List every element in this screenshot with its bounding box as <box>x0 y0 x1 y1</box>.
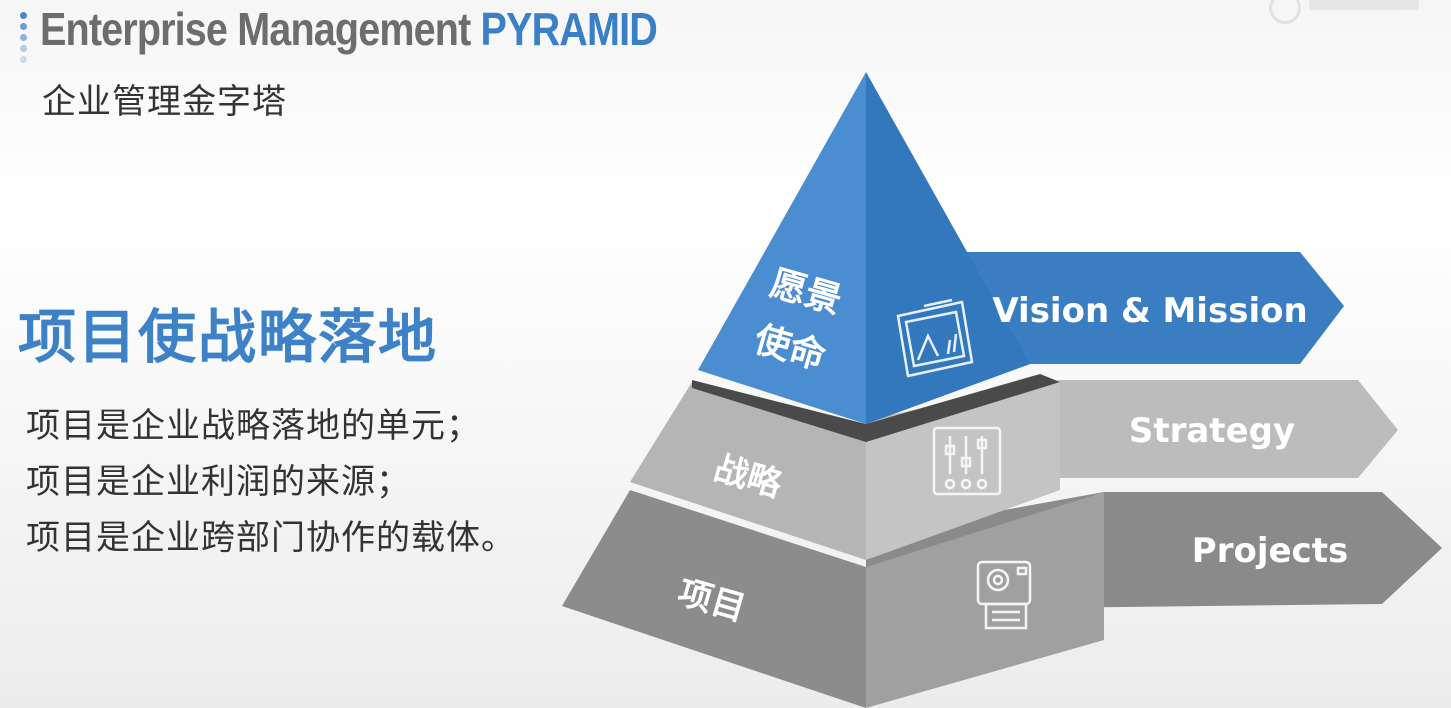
tier-vision-label-en: Vision & Mission <box>992 291 1307 331</box>
tier-projects-left-face <box>562 490 866 708</box>
statement-1: 项目是企业战略落地的单元； <box>26 406 481 446</box>
page-title: Enterprise Management PYRAMID <box>40 2 658 56</box>
tier-vision-gap-shadow <box>692 374 1060 442</box>
tier-vision: Vision & Mission 愿景 使命 <box>692 72 1344 442</box>
camera-printer-icon <box>976 560 1032 630</box>
tier-projects-right-face <box>866 492 1104 708</box>
tier-vision-left-face <box>698 72 866 424</box>
sliders-icon <box>932 426 1002 496</box>
tier-strategy-left-face <box>630 382 866 560</box>
tier-strategy-label-en: Strategy <box>1129 411 1295 451</box>
tier-vision-right-face <box>866 72 1030 424</box>
tier-projects-label-en: Projects <box>1192 531 1348 571</box>
headline: 项目使战略落地 <box>18 303 439 371</box>
title-dots-decoration <box>20 12 28 67</box>
title-main: Enterprise Management <box>40 3 471 55</box>
brand-logo <box>1269 0 1429 24</box>
tier-projects: Projects 项目 <box>562 490 1442 708</box>
title-accent: PYRAMID <box>480 3 658 55</box>
statement-3: 项目是企业跨部门协作的载体。 <box>26 518 516 558</box>
presentation-chart-icon <box>896 298 974 378</box>
page-subtitle: 企业管理金字塔 <box>42 82 287 122</box>
statement-list: 项目是企业战略落地的单元； 项目是企业利润的来源； 项目是企业跨部门协作的载体。 <box>26 398 516 566</box>
statement-2: 项目是企业利润的来源； <box>26 462 411 502</box>
